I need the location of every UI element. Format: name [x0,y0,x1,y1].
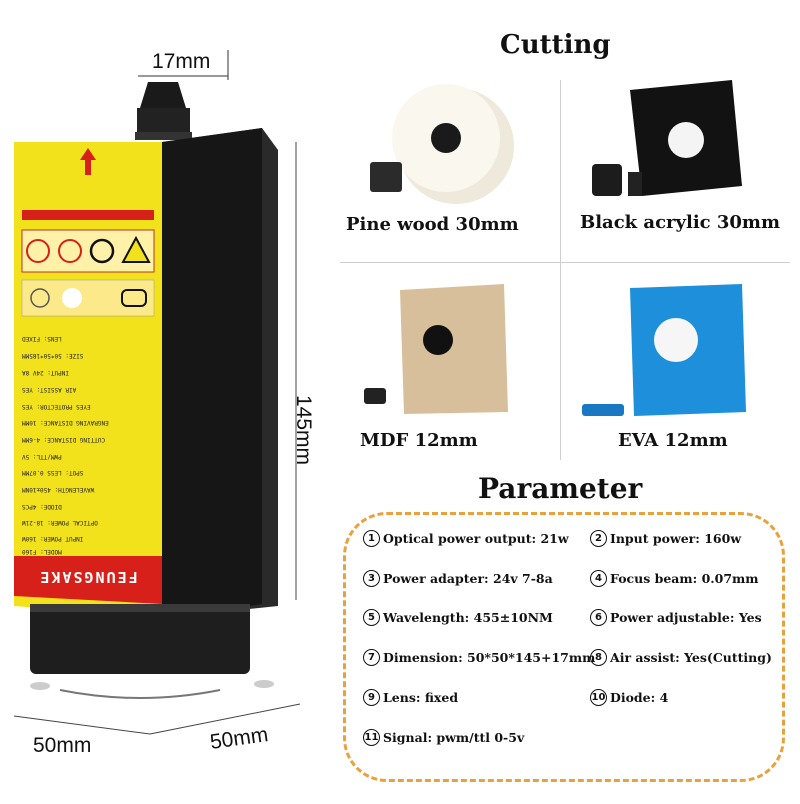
sample-caption: Black acrylic 30mm [580,212,781,233]
parameter-item-4: 4 Focus beam: 0.07mm [590,570,759,587]
parameter-title: Parameter [478,472,643,505]
label-line: INPUT: 24V 8A [22,369,69,376]
sample-black-acrylic [570,76,780,206]
parameter-text: Power adapter: 24v 7-8a [383,571,553,586]
height-dimension-label: 145mm [292,394,316,466]
sample-caption: MDF 12mm [360,430,478,451]
item-number: 8 [590,649,607,666]
item-number: 6 [590,609,607,626]
label-line: PWM/TTL: 5V [22,453,62,460]
parameter-item-2: 2 Input power: 160w [590,530,741,547]
parameter-text: Signal: pwm/ttl 0-5v [383,730,525,745]
laser-module-graphic [13,50,301,735]
parameter-panel [343,512,785,782]
item-number: 5 [363,609,380,626]
grid-divider-horizontal [340,262,790,263]
item-number: 7 [363,649,380,666]
mdf-image [364,284,508,414]
label-line: DIODE: 4PCS [22,503,62,510]
item-number: 3 [363,570,380,587]
parameter-item-6: 6 Power adjustable: Yes [590,609,762,626]
black-acrylic-image [592,80,742,196]
item-number: 1 [363,530,380,547]
item-number: 10 [590,689,607,706]
parameter-text: Wavelength: 455±10NM [383,610,553,625]
parameter-text: Optical power output: 21w [383,531,569,546]
sample-caption: EVA 12mm [618,430,728,451]
parameter-text: Focus beam: 0.07mm [610,571,759,586]
sample-mdf [350,280,550,420]
laser-module-illustration [0,0,330,800]
width-dimension-label-left: 50mm [33,734,92,757]
brand-name: FEUNGSAKE [38,568,138,586]
parameter-item-1: 1 Optical power output: 21w [363,530,569,547]
parameter-text: Lens: fixed [383,690,459,705]
pine-wood-image [370,84,514,204]
parameter-item-8: 8 Air assist: Yes(Cutting) [590,649,772,666]
parameter-text: Diode: 4 [610,690,669,705]
module-label-text: LENS: FIXED SIZE: 50*50*185MM INPUT: 24V… [0,0,170,620]
eva-image [582,284,746,416]
grid-divider-vertical [560,80,561,460]
label-line: SPOT: LESS 0.07MM [22,469,84,476]
sample-eva [570,280,780,420]
parameter-item-5: 5 Wavelength: 455±10NM [363,609,553,626]
label-line: SIZE: 50*50*185MM [22,352,84,359]
parameter-text: Air assist: Yes(Cutting) [610,650,772,665]
label-line: AIR ASSIST: YES [22,386,77,393]
parameter-item-9: 9 Lens: fixed [363,689,458,706]
parameter-item-7: 7 Dimension: 50*50*145+17mm [363,649,595,666]
parameter-item-3: 3 Power adapter: 24v 7-8a [363,570,553,587]
parameter-text: Dimension: 50*50*145+17mm [383,650,596,665]
item-number: 9 [363,689,380,706]
parameter-text: Input power: 160w [610,531,742,546]
item-number: 11 [363,729,380,746]
parameter-item-11: 11 Signal: pwm/ttl 0-5v [363,729,524,746]
nozzle-dimension-label: 17mm [152,50,211,73]
cutting-title: Cutting [500,30,611,60]
label-line: MODEL: F160 [22,548,62,555]
label-line: INPUT POWER: 160W [22,535,84,542]
parameter-text: Power adjustable: Yes [610,610,762,625]
sample-caption: Pine wood 30mm [346,214,519,235]
sample-pine-wood [350,76,550,216]
label-line: WAVELENGTH: 450±10NM [22,486,95,493]
label-line: CUTTING DISTANCE: 4-6MM [22,436,106,443]
parameter-item-10: 10 Diode: 4 [590,689,668,706]
label-line: EYES PROTECTOR: YES [22,403,91,410]
item-number: 2 [590,530,607,547]
label-line: OPTICAL POWER: 18-21W [22,519,98,526]
label-line: LENS: FIXED [22,335,62,342]
item-number: 4 [590,570,607,587]
label-line: ENGRAVING DISTANCE: 10MM [22,419,109,426]
